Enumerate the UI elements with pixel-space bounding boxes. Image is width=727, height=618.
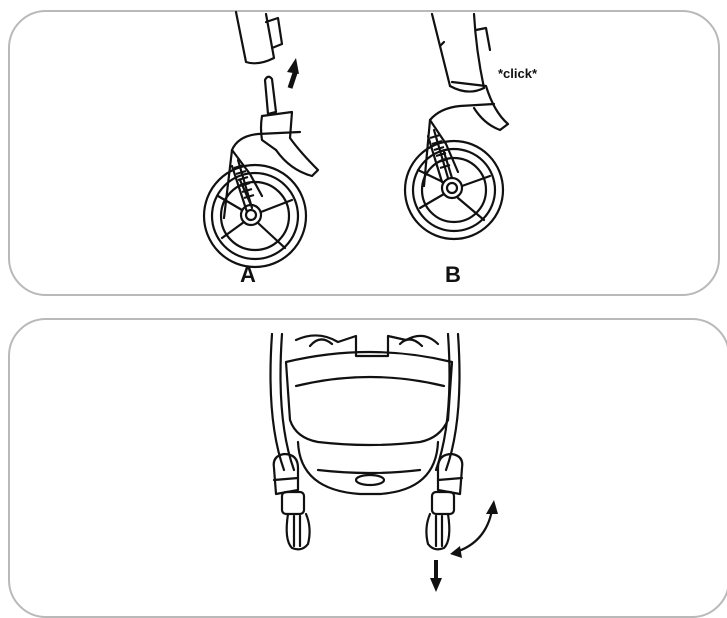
front-wheel-b [403, 139, 505, 241]
rotate-arrow-icon [450, 500, 498, 558]
step-b-label: B [445, 262, 461, 287]
down-arrow-icon [430, 560, 442, 592]
up-arrow-icon [287, 58, 299, 89]
top-illustration-panel [8, 10, 720, 296]
wheel-attached-illustration [403, 12, 510, 241]
step-a-label: A [240, 262, 256, 287]
click-sound-label: *click* [498, 66, 538, 81]
front-wheel-a [202, 163, 308, 269]
stroller-front-illustration [269, 332, 498, 592]
bottom-illustration-panel [8, 318, 727, 618]
wheel-detached-illustration [202, 10, 320, 269]
